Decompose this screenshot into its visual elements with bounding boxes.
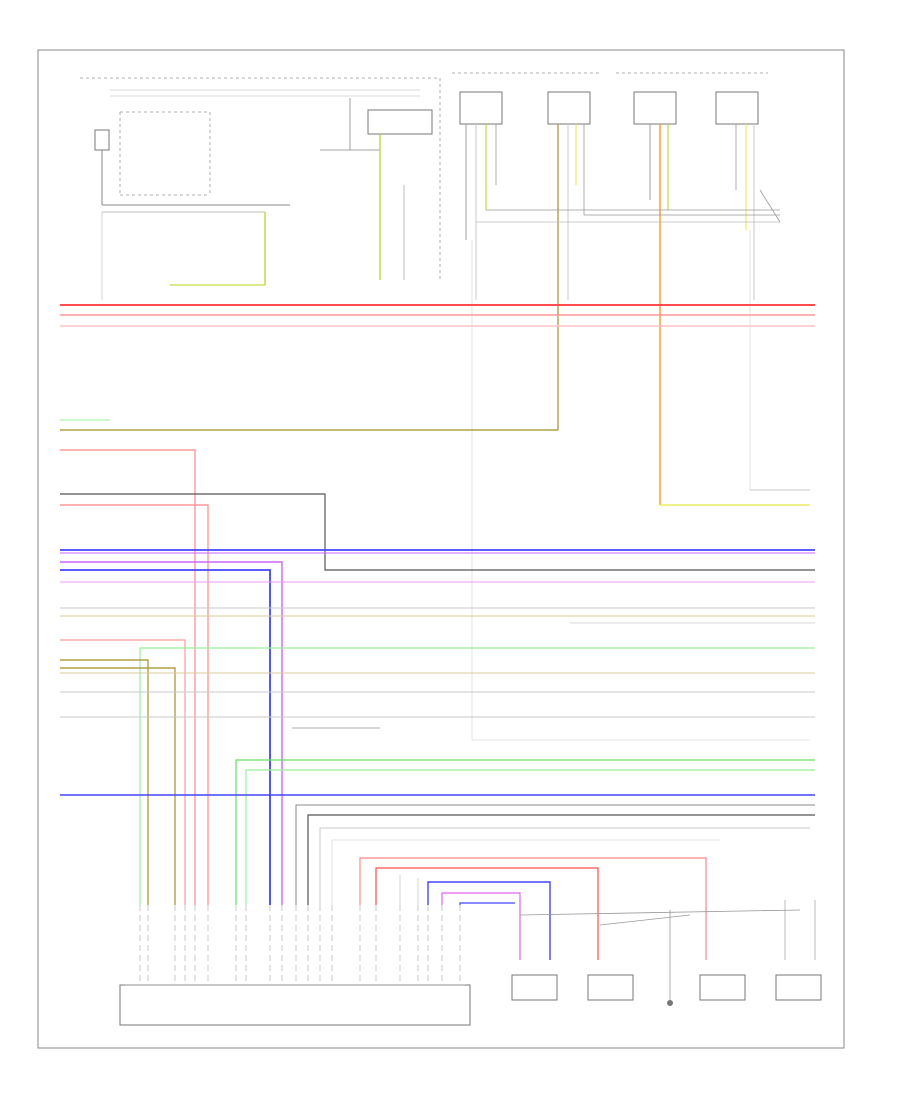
sensor-box-3 (633, 91, 677, 125)
actuator-box-3 (699, 974, 746, 1001)
ecu-connector-box (119, 984, 471, 1026)
control-module-box (367, 109, 433, 135)
sensor-box-4 (715, 91, 759, 125)
power-bus (60, 304, 815, 327)
sensor-box-1 (459, 91, 503, 125)
actuator-box-1 (511, 974, 558, 1001)
top-right-sensor-area (452, 72, 810, 741)
top-left-module-area (80, 77, 441, 300)
signal-harness (60, 419, 816, 1000)
actuator-box-4 (775, 974, 822, 1001)
relay-box (94, 129, 110, 151)
bottom-actuators (511, 974, 822, 1006)
sensor-box-2 (547, 91, 591, 125)
actuator-box-2 (587, 974, 634, 1001)
ground-point (667, 1000, 673, 1006)
connector-pin-ticks (139, 905, 461, 985)
diagram-frame (37, 49, 845, 1049)
main-connector (119, 984, 471, 1026)
